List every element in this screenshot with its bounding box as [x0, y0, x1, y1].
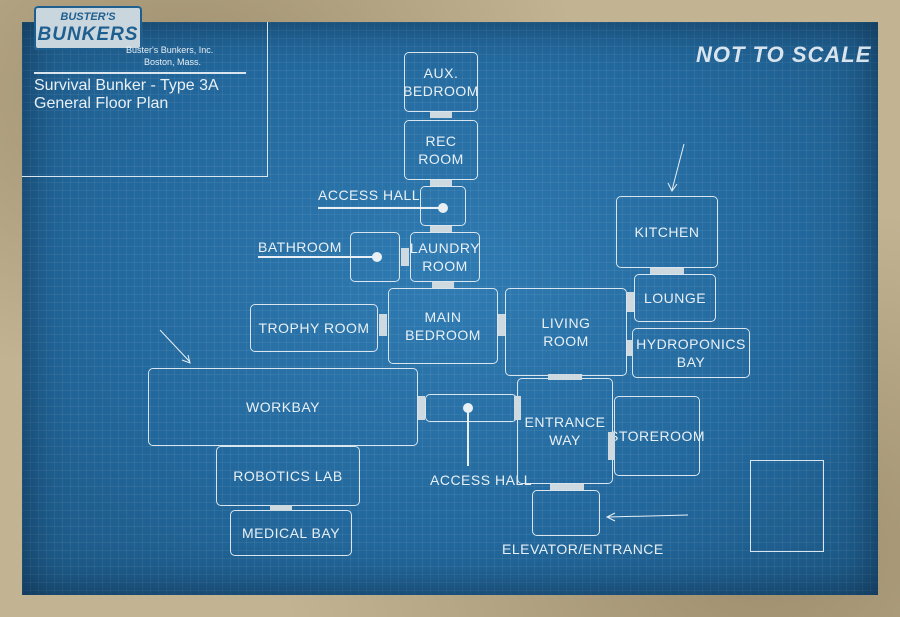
room-laundry-line-2: ROOM [422, 258, 468, 274]
room-access-hall-top [420, 186, 466, 226]
room-rec-room-line-2: ROOM [418, 151, 464, 167]
room-trophy-label: TROPHY ROOM [258, 320, 370, 336]
arrow-workbay-head [181, 354, 191, 364]
note-kitchen: ​ [684, 130, 744, 144]
document-title-line-1: Survival Bunker - Type 3A [34, 77, 219, 94]
company-info: Buster's Bunkers, Inc. Boston, Mass. [126, 44, 213, 68]
room-aux-bedroom-line-1: AUX. [423, 65, 459, 81]
room-main-bedroom: MAIN BEDROOM [388, 288, 498, 364]
room-aux-bedroom-line-2: BEDROOM [403, 83, 479, 99]
room-workbay: WORKBAY [148, 368, 418, 446]
title-block [22, 22, 268, 177]
room-living-line-2: ROOM [543, 333, 589, 349]
room-aux-bedroom: AUX. BEDROOM [403, 52, 479, 112]
arrow-kitchen-head [667, 182, 678, 192]
door-bedroom-living [498, 314, 505, 336]
arrow-elevator-head [605, 512, 616, 522]
arrow-workbay [159, 329, 191, 363]
logo-line-2: BUNKERS [37, 24, 139, 45]
company-location: Boston, Mass. [144, 57, 202, 67]
door-workbay-hall [418, 396, 425, 420]
document-title: Survival Bunker - Type 3A General Floor … [34, 77, 244, 113]
room-robotics-lab-label: ROBOTICS LAB [233, 468, 343, 484]
room-main-bedroom-line-1: MAIN [424, 309, 462, 325]
arrow-elevator [607, 514, 689, 518]
document-title-line-2: General Floor Plan [34, 95, 169, 112]
door-entrance-elevator [550, 484, 584, 490]
callout-access-hall-bottom-dot [463, 403, 473, 413]
callout-access-hall-top-dot [438, 203, 448, 213]
room-entrance-way-line-2: WAY [549, 432, 581, 448]
logo-line-1: BUSTER'S [60, 11, 116, 23]
room-entrance-way: ENTRANCE WAY [517, 378, 613, 484]
room-kitchen-label: KITCHEN [634, 224, 700, 240]
room-laundry-line-1: LAUNDRY [409, 240, 481, 256]
room-kitchen: KITCHEN [616, 196, 718, 268]
callout-bathroom-dot [372, 252, 382, 262]
callout-bathroom-leader [258, 256, 376, 258]
door-access-laundry [430, 226, 452, 232]
note-elevator: ​ [612, 496, 692, 514]
title-divider [34, 72, 246, 74]
company-logo: BUSTER'S BUNKERS [34, 6, 142, 50]
door-trophy-bedroom [379, 314, 387, 336]
door-entrance-storeroom [608, 432, 615, 460]
room-laundry: LAUNDRY ROOM [410, 232, 480, 282]
note-workbay: ​ [116, 288, 186, 338]
arrow-kitchen [671, 143, 685, 191]
room-hydroponics-line-2: BAY [676, 354, 706, 370]
door-robotics-medical [270, 505, 292, 511]
room-main-bedroom-line-2: BEDROOM [405, 327, 481, 343]
room-lounge: LOUNGE [634, 274, 716, 322]
room-rec-room: REC ROOM [404, 120, 478, 180]
room-entrance-way-line-1: ENTRANCE [524, 414, 606, 430]
company-name: Buster's Bunkers, Inc. [126, 45, 214, 55]
not-to-scale-stamp: NOT TO SCALE [696, 42, 872, 67]
room-rec-room-line-1: REC [425, 133, 457, 149]
door-bath-laundry [401, 248, 409, 266]
door-rec-access [430, 180, 452, 186]
door-living-entrance [548, 374, 582, 380]
callout-bathroom: BATHROOM [258, 239, 342, 255]
room-hydroponics-line-1: HYDROPONICS [636, 336, 746, 352]
room-lounge-label: LOUNGE [643, 290, 707, 306]
callout-access-hall-bottom: ACCESS HALL [430, 472, 532, 488]
room-elevator [532, 490, 600, 536]
door-laundry-bedroom [432, 282, 454, 288]
door-aux-rec [430, 112, 452, 118]
door-living-hydroponics [627, 340, 633, 356]
room-trophy: TROPHY ROOM [250, 304, 378, 352]
callout-access-hall-top-leader [318, 207, 444, 209]
door-kitchen-lounge [650, 268, 684, 274]
room-living-line-1: LIVING [541, 315, 591, 331]
room-storeroom-label: STOREROOM [608, 428, 706, 444]
door-living-lounge [627, 292, 634, 312]
callout-access-hall-top: ACCESS HALL [318, 187, 420, 203]
room-workbay-label: WORKBAY [245, 399, 321, 415]
callout-elevator-entrance: ELEVATOR/ENTRANCE [502, 541, 664, 557]
room-living: LIVING ROOM [505, 288, 627, 376]
note-box [750, 460, 824, 552]
door-hall-entrance [514, 396, 521, 420]
room-medical-bay-label: MEDICAL BAY [241, 525, 341, 541]
callout-access-hall-bottom-leader [467, 410, 469, 466]
